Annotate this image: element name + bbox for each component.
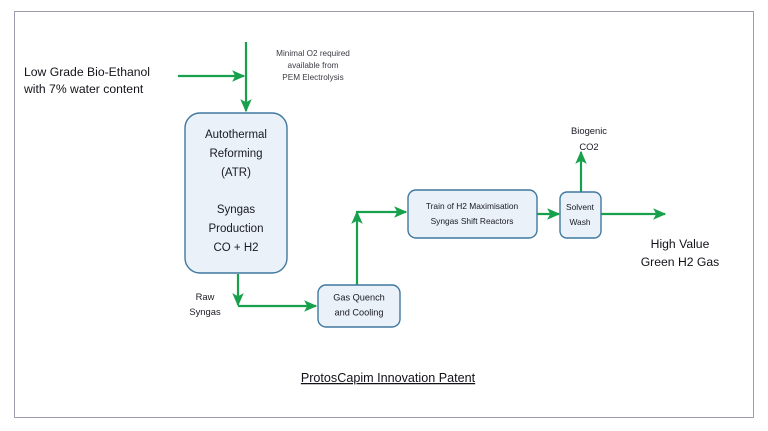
node-shift-reactors[interactable] bbox=[407, 189, 538, 239]
node-solvent-line1: Solvent bbox=[566, 202, 595, 212]
node-atr-line3: (ATR) bbox=[221, 167, 251, 179]
node-shift-line2: Syngas Shift Reactors bbox=[431, 216, 514, 226]
node-quench-line2: and Cooling bbox=[334, 307, 383, 317]
product-label-line1: High Value bbox=[651, 237, 710, 251]
oxygen-annotation-line1: Minimal O2 required bbox=[276, 49, 350, 58]
stream-raw-syngas-line1: Raw bbox=[196, 291, 215, 302]
node-atr-line2: Reforming bbox=[209, 148, 262, 160]
product-label-line2: Green H2 Gas bbox=[641, 255, 720, 269]
oxygen-annotation-line3: PEM Electrolysis bbox=[282, 73, 343, 82]
oxygen-annotation-line2: available from bbox=[288, 61, 339, 70]
node-solvent-line2: Wash bbox=[569, 217, 590, 227]
feed-label-line1: Low Grade Bio-Ethanol bbox=[24, 65, 150, 79]
node-atr-line4: Syngas bbox=[217, 204, 256, 216]
node-atr-line5: Production bbox=[209, 223, 264, 235]
node-atr-line1: Autothermal bbox=[205, 129, 267, 141]
node-quench-line1: Gas Quench bbox=[333, 292, 385, 302]
diagram-caption: ProtosCapim Innovation Patent bbox=[301, 371, 476, 385]
node-atr-line6: CO + H2 bbox=[213, 242, 258, 254]
node-solvent-wash[interactable] bbox=[559, 191, 602, 239]
node-autothermal-reforming[interactable] bbox=[184, 112, 288, 274]
feed-label-line2: with 7% water content bbox=[23, 82, 144, 96]
node-gas-quench-cooling[interactable] bbox=[317, 284, 401, 328]
stream-biogenic-co2-line1: Biogenic bbox=[571, 125, 607, 136]
node-shift-line1: Train of H2 Maximisation bbox=[426, 201, 519, 211]
stream-raw-syngas-line2: Syngas bbox=[189, 306, 221, 317]
stream-biogenic-co2-line2: CO2 bbox=[579, 141, 598, 152]
